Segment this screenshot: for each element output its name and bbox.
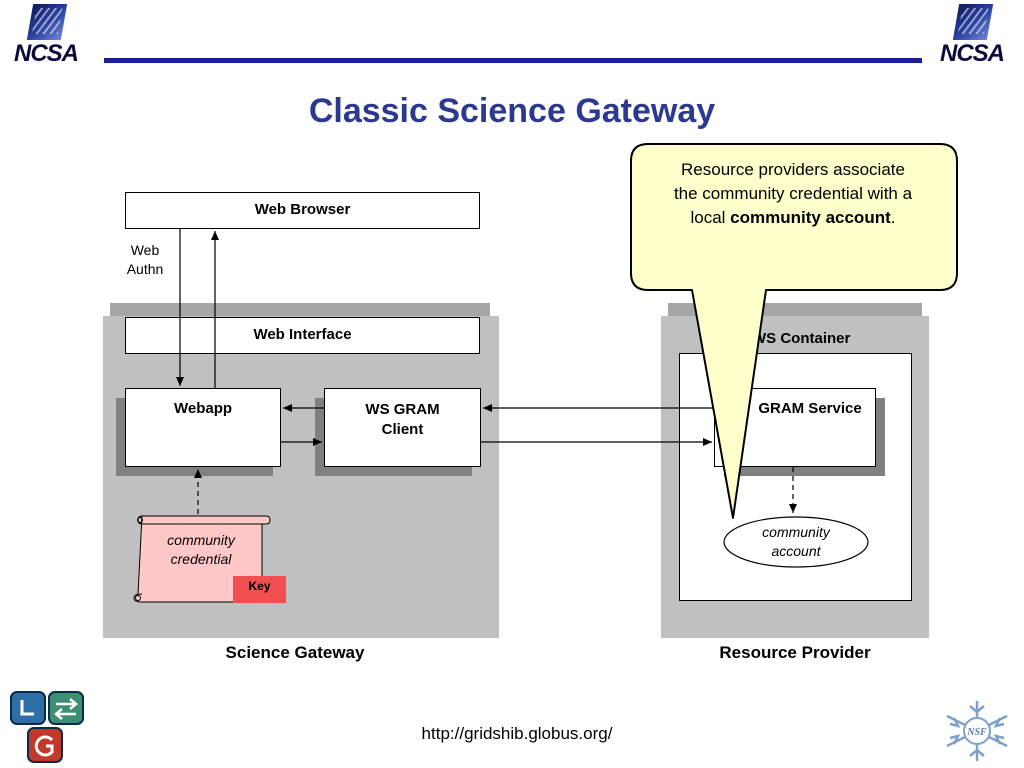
community-account-label: community account xyxy=(746,523,846,561)
credential-line2: credential xyxy=(170,551,232,567)
ws-container-label: WS Container xyxy=(752,330,851,347)
resource-provider-caption: Resource Provider xyxy=(719,643,871,662)
callout-line3: local community account. xyxy=(642,206,944,230)
credential-line1: community xyxy=(167,532,235,548)
ws-gram-client-box: WS GRAM Client xyxy=(324,388,481,467)
callout-bold-term: community account xyxy=(730,208,891,227)
account-line2: account xyxy=(771,543,821,559)
community-account-ellipse xyxy=(723,516,869,568)
nsf-logo-icon: NSF xyxy=(946,701,1008,761)
science-gateway-caption: Science Gateway xyxy=(225,643,365,662)
footer-url[interactable]: http://gridshib.globus.org/ xyxy=(421,724,613,743)
webapp-label: Webapp xyxy=(173,400,233,417)
web-interface-label: Web Interface xyxy=(253,326,352,343)
key-badge: Key xyxy=(233,576,286,603)
webapp-box: Webapp xyxy=(125,388,281,467)
web-authn-label: Web Authn xyxy=(118,241,172,279)
web-browser-label: Web Browser xyxy=(254,201,351,218)
callout-text: Resource providers associate the communi… xyxy=(642,158,944,230)
nsf-logo-text: NSF xyxy=(966,727,987,738)
web-authn-line1: Web xyxy=(130,242,160,258)
grid-logo-icon xyxy=(10,691,84,763)
ws-gram-client-line2: Client xyxy=(381,421,424,438)
community-credential-label: community credential xyxy=(150,531,252,569)
gram-service-label: GRAM Service xyxy=(758,400,862,417)
account-line1: community xyxy=(762,524,830,540)
callout-line1: Resource providers associate xyxy=(681,160,905,179)
science-gateway-region-edge xyxy=(110,303,490,317)
web-browser-box: Web Browser xyxy=(125,192,480,229)
ncsa-logo-text: NCSA xyxy=(939,40,1005,67)
page-title: Classic Science Gateway xyxy=(308,92,716,130)
ncsa-logo-left: NCSA xyxy=(2,4,90,67)
ws-gram-client-line1: WS GRAM xyxy=(365,401,440,418)
ncsa-logo-right: NCSA xyxy=(928,4,1016,67)
callout-line3-prefix: local xyxy=(690,208,731,227)
web-authn-line2: Authn xyxy=(126,261,164,277)
callout-line2: the community credential with a xyxy=(673,184,913,203)
web-interface-box: Web Interface xyxy=(125,317,480,354)
callout-line3-suffix: . xyxy=(890,208,896,227)
ncsa-logo-text: NCSA xyxy=(13,40,79,67)
header-rule xyxy=(104,58,922,63)
